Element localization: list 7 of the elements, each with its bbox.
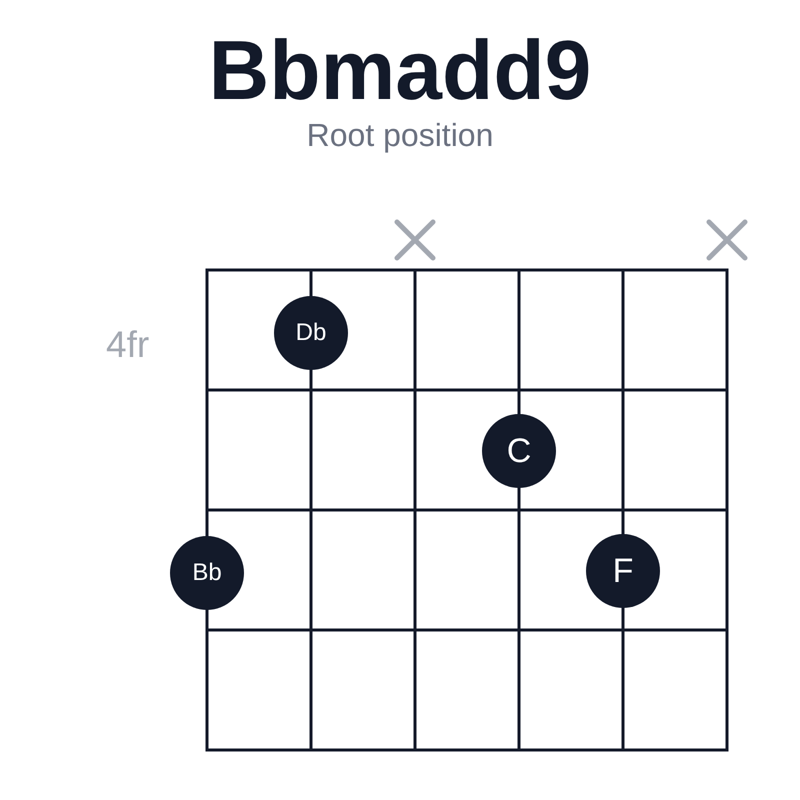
- note-dot: C: [482, 414, 556, 488]
- chord-title: Bbmadd9: [208, 28, 592, 112]
- fret-number: 4fr: [106, 326, 150, 363]
- note-dot: Db: [274, 296, 348, 370]
- note-dot: F: [586, 534, 660, 608]
- subtitle: Root position: [306, 119, 494, 151]
- note-dot: Bb: [170, 536, 244, 610]
